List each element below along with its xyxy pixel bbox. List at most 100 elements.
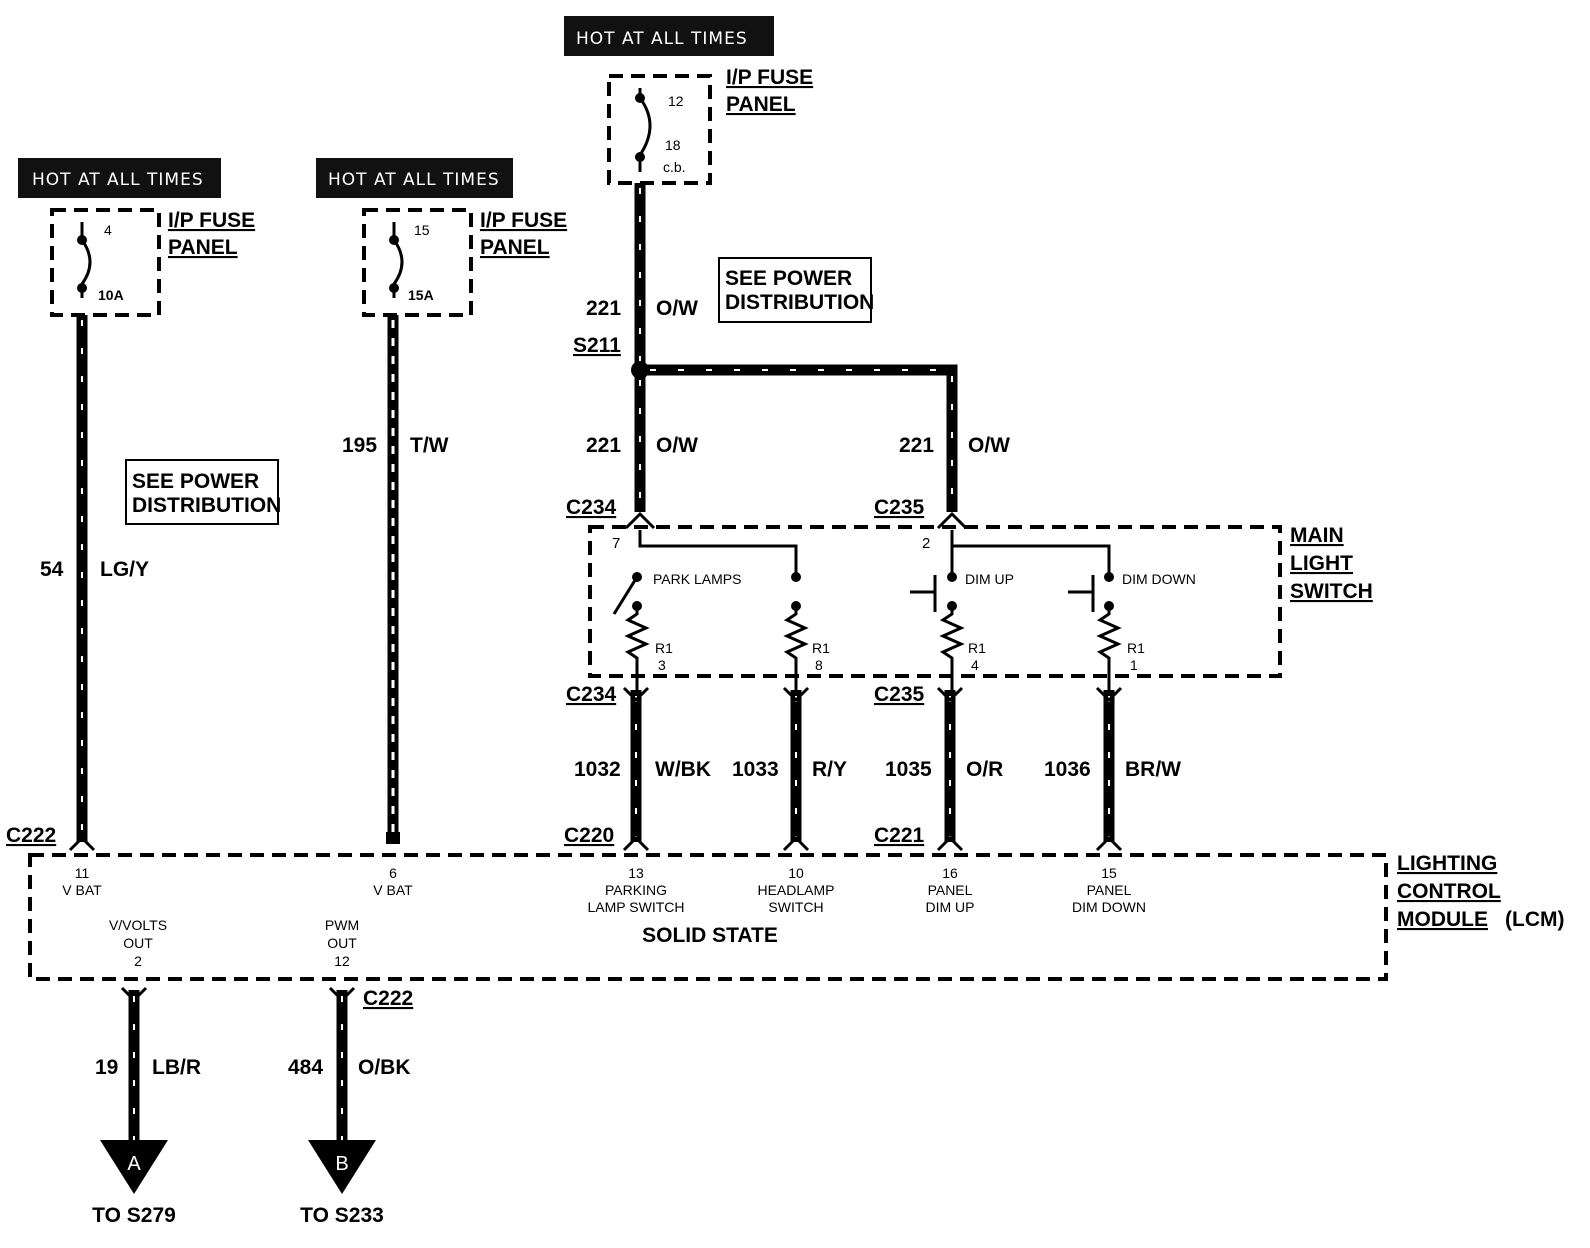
svg-text:I/P FUSE: I/P FUSE [726,66,813,89]
wire-1032: 1032 W/BK [574,690,711,842]
svg-text:W/BK: W/BK [655,758,711,781]
wire-221-left: 221 O/W [586,370,698,512]
svg-text:PANEL: PANEL [1087,882,1132,898]
svg-text:c.b.: c.b. [663,159,686,175]
svg-text:12: 12 [668,93,684,109]
svg-text:R1: R1 [968,640,986,656]
svg-text:HOT AT ALL TIMES: HOT AT ALL TIMES [32,170,204,190]
see-power-box-left: SEE POWER DISTRIBUTION [125,459,281,525]
wire-54: 54 LG/Y [40,315,149,842]
wire-221-top: 221 O/W [586,183,698,370]
svg-text:2: 2 [134,953,142,969]
svg-text:221: 221 [586,297,621,320]
svg-text:MODULE: MODULE [1397,908,1488,931]
svg-text:13: 13 [628,865,644,881]
svg-text:O/R: O/R [966,758,1003,781]
svg-text:PARKING: PARKING [605,882,667,898]
svg-text:O/BK: O/BK [358,1056,411,1079]
splice-s211-dot [631,361,649,379]
connector-c221: C221 [874,824,925,847]
svg-text:PARK LAMPS: PARK LAMPS [653,571,741,587]
svg-text:SEE POWER: SEE POWER [132,470,259,493]
svg-text:10: 10 [788,865,804,881]
svg-text:R1: R1 [1127,640,1145,656]
svg-text:484: 484 [288,1056,323,1079]
wire-19: 19 LB/R [95,990,201,1145]
svg-text:OUT: OUT [123,935,153,951]
arrow-a: A TO S279 [92,1140,176,1227]
svg-text:DIM DOWN: DIM DOWN [1072,899,1146,915]
svg-text:PANEL: PANEL [168,236,238,259]
svg-text:DISTRIBUTION: DISTRIBUTION [132,494,281,517]
connector-c220: C220 [564,824,614,847]
splice-s211: S211 [573,334,621,357]
fuse-panel-3: 12 18 c.b. I/P FUSE PANEL [607,66,813,185]
svg-text:BR/W: BR/W [1125,758,1181,781]
svg-text:LAMP SWITCH: LAMP SWITCH [588,899,685,915]
connector-c222-top: C222 [6,824,56,847]
svg-text:195: 195 [342,434,377,457]
svg-text:221: 221 [586,434,621,457]
svg-text:MAIN: MAIN [1290,524,1344,547]
svg-text:LB/R: LB/R [152,1056,201,1079]
main-light-switch: 7 2 PARK LAMPS DIM UP DIM DOWN R1 3 R1 8… [588,524,1373,690]
wire-1035: 1035 O/R [885,690,1003,842]
svg-text:O/W: O/W [968,434,1010,457]
svg-text:O/W: O/W [656,297,698,320]
svg-text:PWM: PWM [325,917,359,933]
svg-text:TO S233: TO S233 [300,1204,384,1227]
svg-text:V BAT: V BAT [62,882,102,898]
see-power-box-right: SEE POWER DISTRIBUTION [718,257,874,323]
connector-c234-bottom: C234 [566,683,617,706]
svg-text:PANEL: PANEL [726,93,796,116]
svg-text:4: 4 [104,222,112,238]
connector-chevrons [68,511,1123,1003]
svg-text:SWITCH: SWITCH [768,899,823,915]
connector-square [386,832,400,844]
svg-text:PANEL: PANEL [928,882,973,898]
svg-text:1036: 1036 [1044,758,1091,781]
svg-text:PANEL: PANEL [480,236,550,259]
svg-text:OUT: OUT [327,935,357,951]
svg-text:V BAT: V BAT [373,882,413,898]
lighting-control-module: 11 V BAT 6 V BAT 13 PARKING LAMP SWITCH … [28,852,1564,981]
svg-text:LIGHTING: LIGHTING [1397,852,1497,875]
svg-text:R/Y: R/Y [812,758,847,781]
wire-221-branch [640,364,958,512]
svg-text:2: 2 [922,535,930,552]
svg-text:16: 16 [942,865,958,881]
svg-text:8: 8 [815,657,823,673]
svg-text:T/W: T/W [410,434,449,457]
connector-c234-top: C234 [566,496,617,519]
arrow-b: B TO S233 [300,1140,384,1227]
fuse-panel-1: 4 10A I/P FUSE PANEL [50,208,255,317]
svg-text:1032: 1032 [574,758,621,781]
connector-c235-bottom: C235 [874,683,925,706]
wire-1033: 1033 R/Y [732,690,847,842]
svg-text:4: 4 [971,657,979,673]
svg-text:54: 54 [40,558,64,581]
svg-text:R1: R1 [812,640,830,656]
wire-484: 484 O/BK [288,990,411,1145]
svg-text:7: 7 [612,535,620,552]
svg-text:18: 18 [665,137,681,153]
svg-text:TO S279: TO S279 [92,1204,176,1227]
svg-text:3: 3 [658,657,666,673]
wire-1036: 1036 BR/W [1044,690,1181,842]
svg-text:B: B [335,1153,348,1175]
svg-text:LIGHT: LIGHT [1290,552,1353,575]
svg-text:R1: R1 [655,640,673,656]
svg-text:15A: 15A [408,287,434,303]
svg-text:(LCM): (LCM) [1505,908,1564,931]
svg-text:DIM UP: DIM UP [965,571,1014,587]
svg-text:V/VOLTS: V/VOLTS [109,917,167,933]
svg-text:CONTROL: CONTROL [1397,880,1501,903]
svg-text:SEE POWER: SEE POWER [725,267,852,290]
svg-text:I/P FUSE: I/P FUSE [168,209,255,232]
svg-text:HEADLAMP: HEADLAMP [757,882,834,898]
svg-text:DIM DOWN: DIM DOWN [1122,571,1196,587]
svg-text:221: 221 [899,434,934,457]
hot-label-3: HOT AT ALL TIMES [564,16,774,56]
svg-text:1035: 1035 [885,758,932,781]
